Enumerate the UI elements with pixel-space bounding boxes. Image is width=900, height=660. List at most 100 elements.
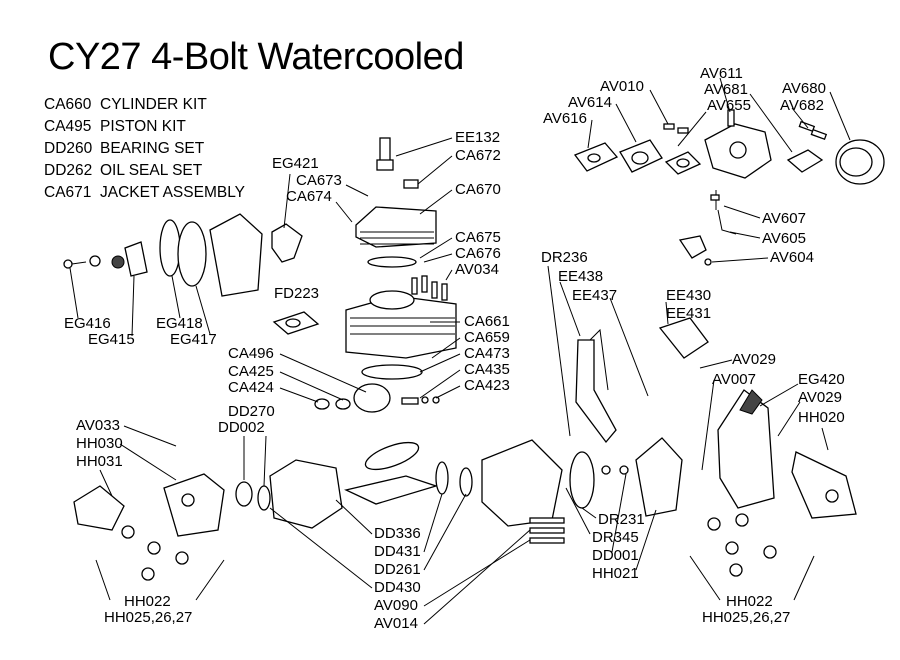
- spark-lead-drawing: [589, 328, 609, 391]
- exhaust-port-drawing: [285, 318, 301, 328]
- leader-line: [701, 379, 715, 471]
- mount-bracket-drawing: [791, 451, 857, 519]
- callout-hh030: HH030: [76, 435, 123, 452]
- leader-line: [423, 493, 443, 553]
- leader-line: [335, 201, 353, 223]
- piston-drawing: [353, 383, 391, 413]
- leader-line: [719, 77, 731, 113]
- screw-drawing: [63, 259, 73, 269]
- washer-drawing: [619, 465, 629, 475]
- screw-shaft-drawing: [71, 261, 87, 265]
- leader-line: [423, 253, 453, 263]
- base-gasket-drawing: [361, 364, 423, 380]
- leader-line: [419, 237, 453, 259]
- callout-hh021: HH021: [592, 565, 639, 582]
- flywheel-drawing: [569, 451, 595, 509]
- carb-bore-drawing: [729, 141, 747, 159]
- leader-line: [263, 435, 267, 487]
- leader-line: [69, 267, 79, 319]
- bolt-drawing: [663, 123, 675, 130]
- starter-pulley-drawing: [159, 219, 181, 277]
- leader-line: [417, 155, 453, 185]
- pawl-drawing: [124, 241, 148, 277]
- leader-line: [279, 371, 344, 401]
- leader-line: [99, 469, 113, 497]
- pull-start-housing-drawing: [717, 389, 775, 509]
- case-bolt-drawing: [529, 517, 565, 524]
- needle-bearing-drawing: [314, 398, 330, 410]
- leader-line: [435, 385, 461, 399]
- callout-fd223: FD223: [274, 285, 319, 302]
- leader-line: [547, 265, 571, 437]
- circlip-drawing: [432, 396, 440, 404]
- callout-av605: AV605: [762, 230, 806, 247]
- callout-ca496: CA496: [228, 345, 274, 362]
- callout-ee431: EE431: [666, 305, 711, 322]
- rubber-mount-drawing: [141, 567, 155, 581]
- cover-plate-drawing: [163, 473, 225, 537]
- kit-code: DD260: [44, 140, 93, 157]
- leader-line: [419, 353, 461, 373]
- cover-hole-drawing: [181, 493, 195, 507]
- linkage-clip-drawing: [710, 194, 720, 201]
- callout-dd431: DD431: [374, 543, 421, 560]
- washer-drawing: [89, 255, 101, 267]
- leader-line: [677, 111, 707, 147]
- leader-line: [131, 275, 135, 337]
- case-bolt-drawing: [529, 537, 565, 544]
- bolt-drawing: [810, 128, 828, 141]
- callout-av007: AV007: [712, 371, 756, 388]
- rubber-mount-drawing: [735, 513, 749, 527]
- seal-drawing: [235, 481, 253, 507]
- kit-code: DD262: [44, 162, 93, 179]
- leader-line: [123, 425, 177, 447]
- crankcase-group: [235, 317, 709, 544]
- kit-name: PISTON KIT: [100, 118, 186, 135]
- bracket-hole-drawing: [825, 489, 839, 503]
- callout-ee437: EE437: [572, 287, 617, 304]
- leader-line: [609, 297, 649, 397]
- callout-labels: AV010 AV614 AV616 AV611 AV681 AV655 AV68…: [64, 65, 845, 632]
- flywheel-cover-drawing: [635, 437, 683, 517]
- leader-line: [723, 205, 761, 219]
- circlip-drawing: [421, 396, 429, 404]
- carb-screw-drawing: [727, 109, 735, 127]
- callout-eg415: EG415: [88, 331, 135, 348]
- starter-housing-drawing: [209, 213, 263, 297]
- head-bolt-drawing: [421, 275, 428, 293]
- leader-line: [195, 285, 211, 335]
- callout-av680: AV680: [782, 80, 826, 97]
- leader-line: [95, 559, 111, 601]
- leader-line: [635, 509, 657, 571]
- leader-line: [269, 507, 373, 589]
- bolt-drawing: [677, 127, 689, 134]
- starter-group: [63, 213, 303, 297]
- seal-drawing: [459, 467, 473, 497]
- callout-eg417: EG417: [170, 331, 217, 348]
- rubber-mount-drawing: [121, 525, 135, 539]
- callout-av682: AV682: [780, 97, 824, 114]
- circlip-drawing: [335, 398, 351, 410]
- leader-line: [119, 443, 177, 481]
- linkage-arm-drawing: [717, 209, 737, 235]
- piston-pin-drawing: [401, 397, 419, 405]
- recoil-reel-drawing: [177, 221, 207, 287]
- leader-line: [345, 184, 369, 197]
- mount-plate-drawing: [73, 485, 125, 531]
- kit-name: JACKET ASSEMBLY: [100, 184, 246, 201]
- mount-right-group: [707, 513, 777, 577]
- callout-ca676: CA676: [455, 245, 501, 262]
- leader-line: [711, 257, 769, 263]
- callout-dd336: DD336: [374, 525, 421, 542]
- pull-start-group: [717, 389, 857, 519]
- water-jacket-drawing: [355, 206, 437, 248]
- callout-ca673: CA673: [296, 172, 342, 189]
- callout-eg418: EG418: [156, 315, 203, 332]
- throttle-arm-drawing: [678, 235, 707, 259]
- callout-ca675: CA675: [455, 229, 501, 246]
- intake-group: [573, 109, 885, 185]
